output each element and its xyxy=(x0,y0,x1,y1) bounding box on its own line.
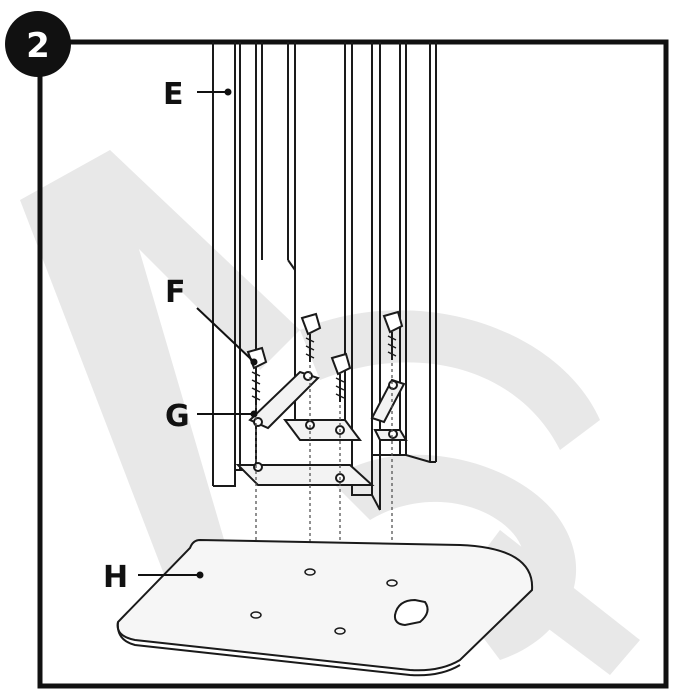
screw-f-4 xyxy=(382,310,404,360)
screw-f-3 xyxy=(330,352,352,402)
label-e: E xyxy=(163,77,184,112)
step-number: 2 xyxy=(26,26,50,66)
screw-f-2 xyxy=(300,312,322,362)
label-f: F xyxy=(165,275,186,310)
screw-f-1 xyxy=(246,346,268,402)
bracket-g xyxy=(248,370,406,483)
label-g: G xyxy=(165,399,190,434)
leader-lines xyxy=(138,88,258,579)
cable-slot-icon xyxy=(393,598,429,627)
label-h: H xyxy=(103,560,128,595)
step-badge: 2 xyxy=(5,11,71,77)
column-e xyxy=(212,42,437,511)
base-plate-h xyxy=(116,538,534,677)
